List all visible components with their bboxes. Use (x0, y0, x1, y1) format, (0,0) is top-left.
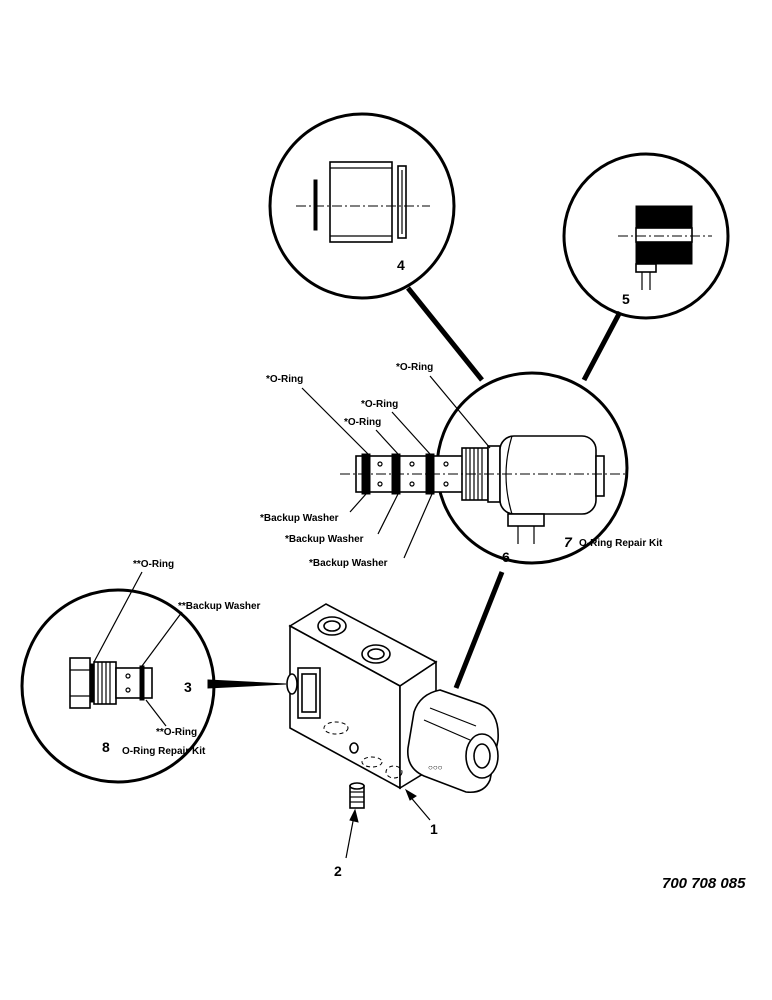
label-oring-c: *O-Ring (344, 417, 381, 428)
detail-circle-5 (562, 152, 730, 320)
label-oring-kit-bottom: **O-Ring (156, 727, 197, 738)
callout-5: 5 (622, 291, 630, 307)
callout-7-text: O-Ring Repair Kit (579, 538, 663, 549)
callout-6: 6 (502, 549, 510, 565)
body-solenoid: ○○○ (407, 689, 499, 794)
leader-4-to-6 (406, 286, 484, 382)
leader-8-to-body (207, 679, 287, 689)
label-backup-washer-kit: **Backup Washer (178, 601, 261, 612)
svg-text:○○○: ○○○ (428, 763, 443, 772)
callout-1: 1 (430, 821, 438, 837)
callout-2: 2 (334, 863, 342, 879)
label-oring-b: *O-Ring (361, 399, 398, 410)
cartridge-hex-nut (69, 657, 91, 709)
callout-8-number: 8 (102, 739, 110, 755)
label-backup-washer-a: *Backup Washer (260, 513, 339, 524)
plug-item-2 (349, 782, 365, 809)
label-oring-kit-top: **O-Ring (133, 559, 174, 570)
drawing-number: 700 708 085 (662, 875, 746, 892)
callout-8-text: O-Ring Repair Kit (122, 746, 206, 757)
callout-4: 4 (397, 257, 405, 273)
label-oring-a: *O-Ring (266, 374, 303, 385)
label-oring-d: *O-Ring (396, 362, 433, 373)
solenoid-coil (499, 435, 597, 515)
label-backup-washer-c: *Backup Washer (309, 558, 388, 569)
label-backup-washer-b: *Backup Washer (285, 534, 364, 545)
leader-6-to-body (453, 571, 505, 689)
detail-circle-6 (340, 371, 629, 565)
callout-7-number: 7 (564, 534, 573, 550)
detail-circle-4 (268, 112, 456, 300)
callout-3: 3 (184, 679, 192, 695)
leader-5-to-6 (581, 310, 623, 382)
